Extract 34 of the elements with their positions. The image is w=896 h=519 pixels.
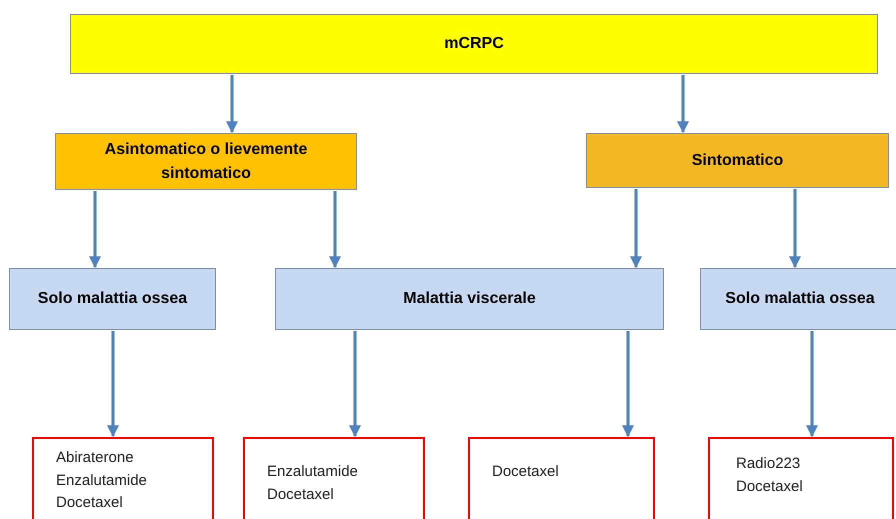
label-text: Sintomatico xyxy=(692,150,784,170)
category-box xyxy=(55,133,357,190)
label-text: Solo malattia ossea xyxy=(38,289,188,309)
label-text: Enzalutamide xyxy=(267,462,358,482)
label-text: Docetaxel xyxy=(492,462,559,482)
arrow xyxy=(677,75,689,134)
treatment-box xyxy=(243,437,425,519)
arrow xyxy=(806,331,818,438)
arrow xyxy=(789,189,801,268)
treatment-box xyxy=(32,437,214,519)
label-text: Asintomatico o lievemente sintomatico xyxy=(104,140,308,184)
title-box xyxy=(70,14,878,74)
arrow xyxy=(107,331,119,438)
treatment-box xyxy=(468,437,655,519)
arrow xyxy=(622,331,634,438)
arrow xyxy=(630,189,642,268)
label-text: mCRPC xyxy=(444,34,504,54)
label-text: Malattia viscerale xyxy=(403,289,536,309)
label-text: Radio223 xyxy=(736,454,800,474)
arrow xyxy=(226,75,238,134)
arrow xyxy=(89,191,101,268)
treatment-box xyxy=(708,437,894,519)
arrow xyxy=(349,331,361,438)
condition-box xyxy=(275,268,664,330)
condition-box xyxy=(9,268,216,330)
label-text: Solo malattia ossea xyxy=(725,289,875,309)
arrow xyxy=(329,191,341,268)
label-text: Enzalutamide xyxy=(56,470,147,490)
label-text: Docetaxel xyxy=(267,484,334,504)
label-text: Docetaxel xyxy=(736,476,803,496)
category-box xyxy=(586,133,889,188)
label-text: Abiraterone xyxy=(56,448,134,468)
label-text: Docetaxel xyxy=(56,493,123,513)
condition-box xyxy=(700,268,896,330)
